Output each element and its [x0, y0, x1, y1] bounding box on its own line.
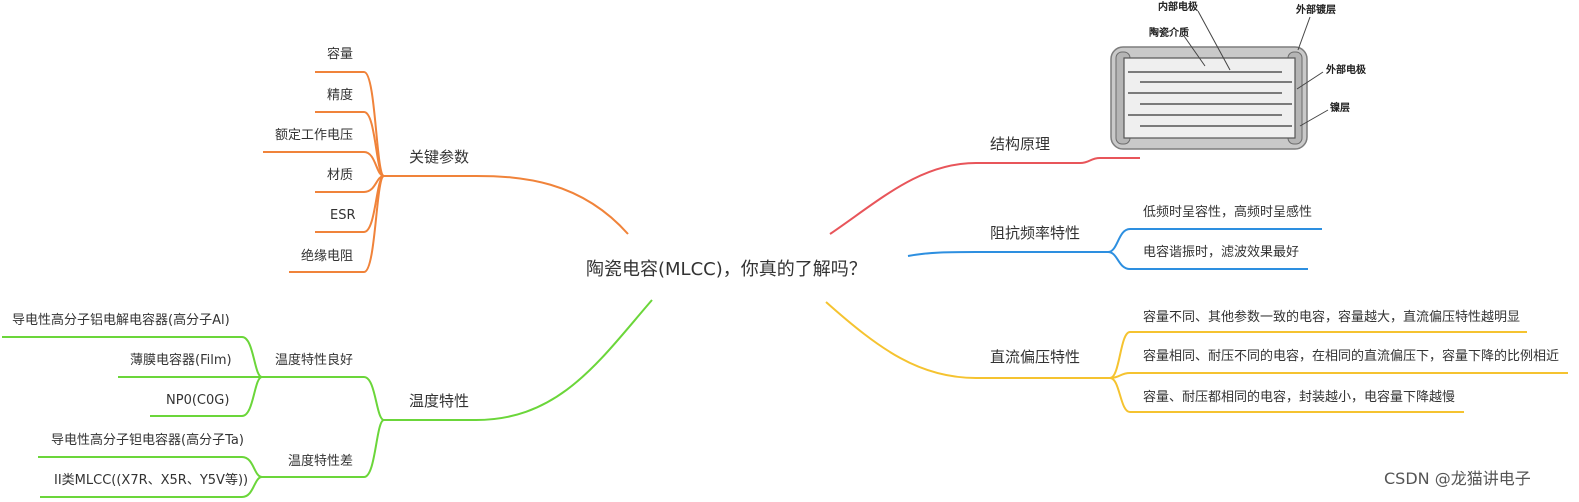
impedance-links: [907, 228, 1322, 270]
impedance-item[interactable]: 电容谐振时，滤波效果最好: [1143, 245, 1300, 260]
watermark: CSDN @龙猫讲电子: [1384, 469, 1531, 488]
temperature-bad-connector: [262, 419, 385, 478]
key-param-accuracy[interactable]: 精度: [327, 88, 354, 103]
key-param-insulation[interactable]: 绝缘电阻: [301, 249, 354, 264]
dc-bias-links: [825, 301, 1568, 413]
dc-bias-trunk: [825, 301, 1110, 379]
temperature-bad-item-1: [38, 456, 263, 478]
key-params-links: [263, 71, 629, 273]
diagram-label-outer-plating: 外部镀层: [1296, 5, 1336, 16]
diagram-label-outer-electrode: 外部电极: [1326, 65, 1366, 76]
temperature-bad-label[interactable]: 温度特性差: [288, 454, 354, 469]
temperature-bad-item-2: [40, 476, 263, 498]
temperature-good-item-1: [2, 336, 263, 378]
dc-bias-item[interactable]: 容量、耐压都相同的电容，封装越小，电容量下降越慢: [1143, 390, 1456, 405]
temperature-good-item-3: [150, 376, 263, 417]
key-param-esr[interactable]: ESR: [330, 208, 356, 223]
temperature-trunk: [384, 299, 653, 421]
key-param-material[interactable]: 材质: [327, 168, 354, 183]
mlcc-structure-diagram: [1110, 10, 1329, 150]
dc-bias-connector-1: [1109, 331, 1527, 379]
impedance-trunk: [907, 251, 1108, 257]
key-params-connector-2: [315, 111, 385, 177]
temperature-good-item[interactable]: NP0(C0G): [166, 393, 230, 408]
temperature-bad-item[interactable]: II类MLCC((X7R、X5R、Y5V等)): [54, 473, 249, 488]
key-param-rated-voltage[interactable]: 额定工作电压: [275, 128, 354, 143]
dc-bias-item[interactable]: 容量不同、其他参数一致的电容，容量越大，直流偏压特性越明显: [1143, 310, 1521, 325]
key-param-capacity[interactable]: 容量: [327, 47, 354, 62]
dc-bias-item[interactable]: 容量相同、耐压不同的电容，在相同的直流偏压下，容量下降的比例相近: [1143, 349, 1560, 364]
key-params-connector-3: [263, 151, 385, 177]
temperature-good-connector: [262, 376, 385, 421]
branch-key-params[interactable]: 关键参数: [409, 148, 470, 166]
dc-bias-connector-3: [1109, 377, 1464, 413]
key-params-trunk: [384, 175, 629, 235]
branch-temperature[interactable]: 温度特性: [409, 392, 470, 410]
leader-line-outer-electrode: [1296, 71, 1324, 90]
diagram-label-nickel-layer: 镍层: [1330, 103, 1350, 114]
dc-bias-connector-2: [1109, 372, 1568, 379]
temperature-links: [2, 299, 653, 498]
branch-impedance[interactable]: 阻抗频率特性: [990, 224, 1081, 242]
key-params-connector-6: [289, 175, 385, 273]
temperature-bad-item[interactable]: 导电性高分子钽电容器(高分子Ta): [51, 433, 244, 448]
leader-line-outer-plating: [1297, 16, 1311, 51]
branch-structure[interactable]: 结构原理: [990, 135, 1051, 153]
temperature-good-item[interactable]: 薄膜电容器(Film): [130, 353, 232, 368]
temperature-good-item[interactable]: 导电性高分子铝电解电容器(高分子Al): [12, 313, 230, 328]
impedance-item[interactable]: 低频时呈容性，高频时呈感性: [1143, 205, 1313, 220]
diagram-label-internal-electrode: 内部电极: [1158, 2, 1198, 13]
structure-trunk: [829, 157, 1140, 235]
leader-line-nickel: [1299, 109, 1329, 127]
leader-line-internal-electrode: [1197, 10, 1231, 71]
leader-line-ceramic: [1183, 35, 1206, 67]
diagram-label-ceramic-dielectric: 陶瓷介质: [1149, 28, 1189, 39]
central-topic[interactable]: 陶瓷电容(MLCC)，你真的了解吗？: [586, 259, 867, 280]
structure-links: [829, 157, 1140, 235]
impedance-connector-2: [1107, 251, 1308, 270]
impedance-connector-1: [1107, 228, 1322, 253]
temperature-good-label[interactable]: 温度特性良好: [275, 353, 354, 368]
branch-dc-bias[interactable]: 直流偏压特性: [990, 348, 1081, 366]
